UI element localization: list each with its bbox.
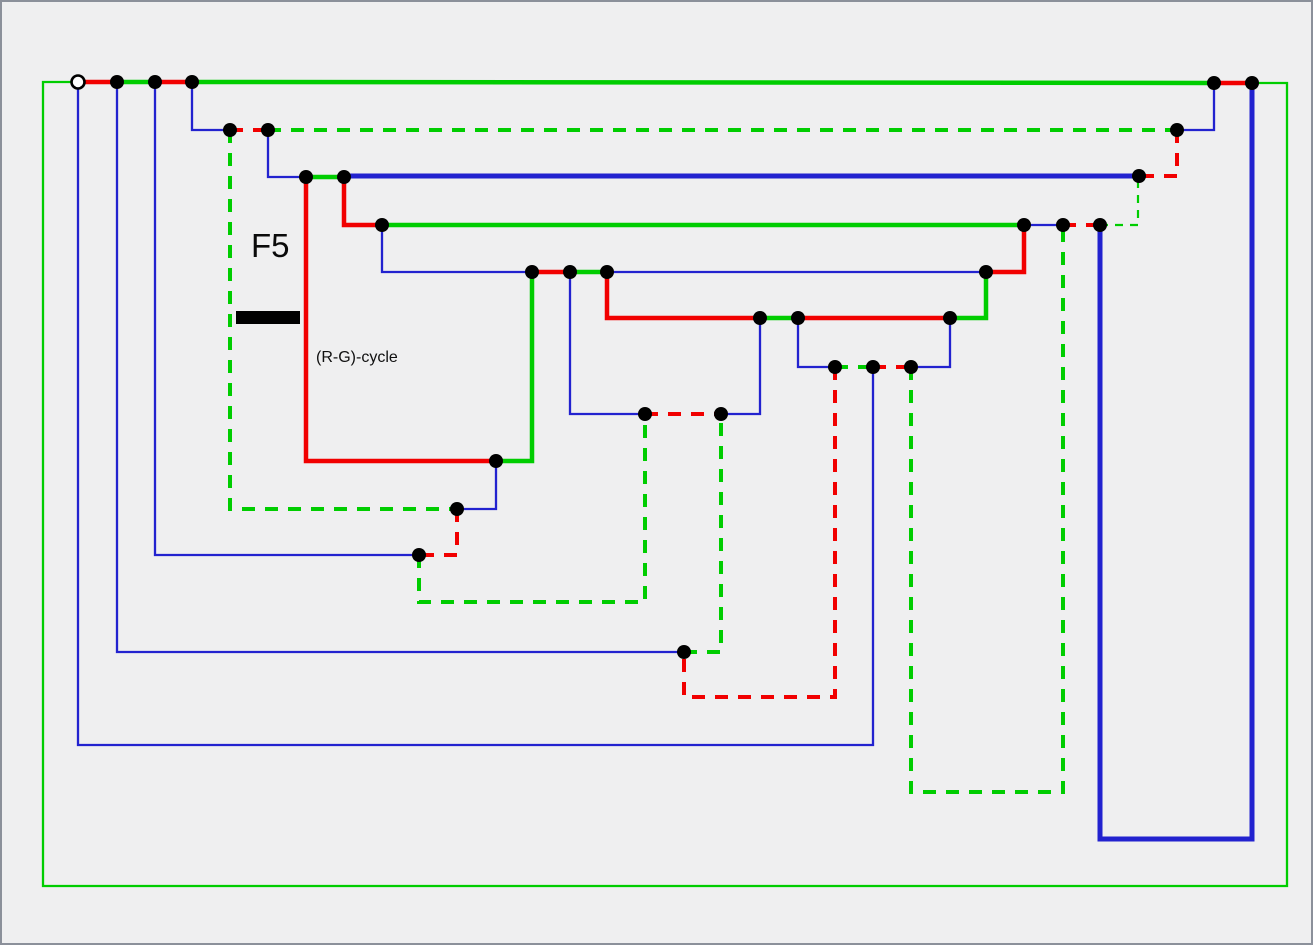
edge-blue-solid <box>796 318 835 369</box>
graph-node <box>450 502 464 516</box>
edge-red-dashed <box>682 367 837 699</box>
edge-blue-solid <box>380 225 532 274</box>
edge-green-solid <box>950 272 989 321</box>
graph-node <box>525 265 539 279</box>
graph-node <box>753 311 767 325</box>
graph-node <box>828 360 842 374</box>
edge-blue-solid <box>911 318 952 369</box>
edge-blue-solid <box>76 82 875 747</box>
edge-blue-solid <box>266 130 306 179</box>
graph-node <box>866 360 880 374</box>
edge-green-dashed <box>228 130 457 511</box>
edge-blue-solid <box>568 272 645 416</box>
edge-blue-solid <box>1097 83 1255 842</box>
edge-green-solid <box>41 80 1289 888</box>
graph-node <box>714 407 728 421</box>
cycle-label: (R-G)-cycle <box>316 349 398 366</box>
graph-node <box>677 645 691 659</box>
edge-blue-solid <box>457 461 498 511</box>
graph-node-open <box>70 74 86 90</box>
graph-node <box>1093 218 1107 232</box>
graph-node <box>412 548 426 562</box>
figure-label: F5 <box>251 227 290 264</box>
graph-node <box>791 311 805 325</box>
graph-node <box>600 265 614 279</box>
edge-red-solid <box>604 272 760 321</box>
edge-red-dashed <box>1139 130 1179 178</box>
edge-green-solid <box>496 272 535 464</box>
graph-node <box>943 311 957 325</box>
edges-layer <box>41 79 1289 888</box>
graph-node <box>563 265 577 279</box>
edge-red-solid <box>303 177 496 464</box>
graph-node <box>1056 218 1070 232</box>
graph-node <box>904 360 918 374</box>
edge-blue-solid <box>153 82 419 557</box>
graph-node <box>261 123 275 137</box>
graph-node <box>979 265 993 279</box>
edge-blue-solid <box>721 318 762 416</box>
edge-green-dashed <box>417 414 647 604</box>
graph-node <box>1170 123 1184 137</box>
graph-node <box>375 218 389 232</box>
graph-node <box>638 407 652 421</box>
edge-green-dashed <box>684 414 723 654</box>
nodes-layer <box>70 74 1259 659</box>
edge-red-dashed <box>419 509 459 557</box>
graph-node <box>223 123 237 137</box>
graph-node <box>337 170 351 184</box>
edge-red-solid <box>986 225 1027 275</box>
edge-red-solid <box>341 177 382 228</box>
graph-node <box>1132 169 1146 183</box>
graph-node <box>1017 218 1031 232</box>
graph-node <box>110 75 124 89</box>
cycle-legend-bar <box>236 311 300 324</box>
graph-node <box>299 170 313 184</box>
graph-node <box>489 454 503 468</box>
edge-blue-solid <box>190 82 230 132</box>
edge-blue-solid <box>115 82 684 654</box>
graph-node <box>185 75 199 89</box>
graph-node <box>1245 76 1259 90</box>
edge-green-solid <box>191 79 1215 86</box>
graph-node <box>1207 76 1221 90</box>
edge-green-dashed <box>1100 176 1140 227</box>
graph-node <box>148 75 162 89</box>
edge-blue-solid <box>1177 83 1216 132</box>
edge-green-dashed <box>909 225 1065 794</box>
